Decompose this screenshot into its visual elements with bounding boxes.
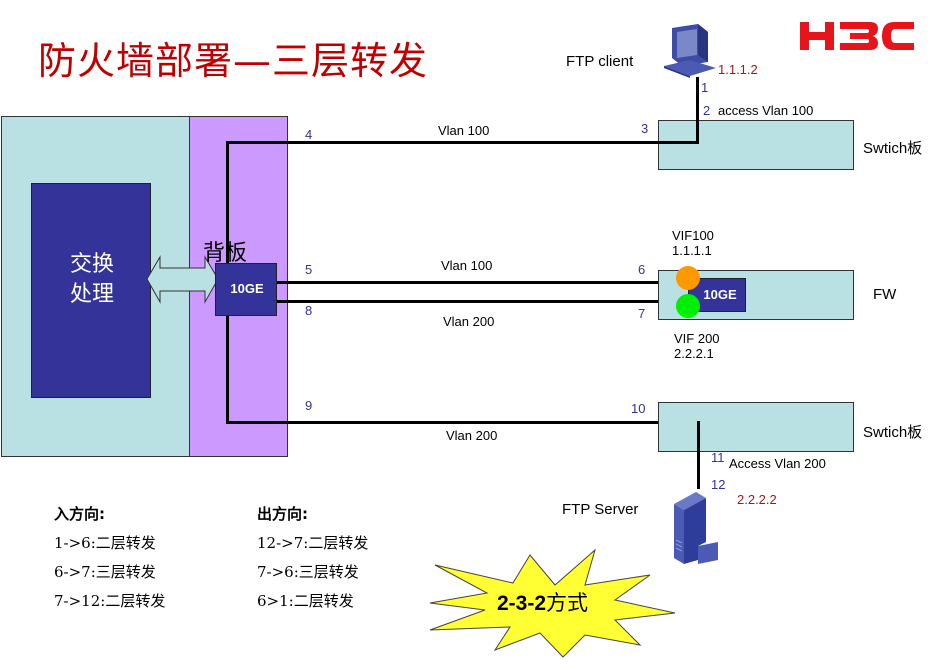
port-5: 5 [305, 262, 313, 277]
wire [658, 141, 699, 144]
switching-label-line1: 交换 [69, 252, 114, 277]
firewall-port-label: 10GE [703, 287, 737, 302]
port-9: 9 [305, 398, 313, 413]
ftp-server-ip: 2.2.2.2 [737, 492, 777, 507]
inbound-item: 6->7:三层转发 [54, 563, 156, 581]
backplane-port-label: 10GE [230, 281, 264, 296]
port-11: 11 [711, 450, 725, 465]
computer-icon [664, 24, 716, 78]
outbound-heading: 出方向: [257, 505, 308, 523]
link-label-top: Vlan 100 [438, 123, 490, 138]
inbound-item: 7->12:二层转发 [54, 592, 166, 610]
port-4: 4 [305, 127, 313, 142]
port-1: 1 [701, 80, 709, 95]
vif100-interface [676, 266, 700, 290]
vif200-interface [676, 294, 700, 318]
vif100-ip: 1.1.1.1 [672, 243, 712, 258]
port-12: 12 [711, 477, 726, 492]
link-label-mid-upper: Vlan 100 [441, 258, 493, 273]
ftp-server-label: FTP Server [562, 501, 639, 518]
link-label-bottom: Vlan 200 [446, 428, 498, 443]
port-3: 3 [641, 121, 649, 136]
wire [226, 316, 229, 423]
outbound-item: 12->7:二层转发 [257, 534, 369, 552]
switch-board-top [658, 120, 854, 170]
server-icon [674, 492, 718, 564]
port-2: 2 [703, 103, 711, 118]
ftp-client-label: FTP client [566, 53, 634, 70]
port-8: 8 [305, 303, 313, 318]
page-title: 防火墙部署—三层转发 [38, 39, 429, 83]
ftp-client-ip: 1.1.1.2 [718, 62, 758, 77]
wire [226, 142, 229, 266]
vif200-name: VIF 200 [674, 331, 720, 346]
port-10: 10 [631, 401, 646, 416]
wire [276, 281, 682, 284]
outbound-item: 6>1:二层转发 [257, 592, 354, 610]
switch-bottom-label: Swtich板 [863, 424, 923, 441]
outbound-item: 7->6:三层转发 [257, 563, 359, 581]
starburst-shape [429, 548, 676, 658]
callout-text: 2-3-2方式 [497, 587, 588, 617]
port-7: 7 [638, 306, 646, 321]
client-access-label: access Vlan 100 [718, 103, 814, 118]
switch-top-label: Swtich板 [863, 140, 923, 157]
wire [276, 300, 682, 303]
backplane-label: 背板 [203, 241, 248, 266]
inbound-item: 1->6:二层转发 [54, 534, 156, 552]
switching-label-line2: 处理 [69, 282, 114, 307]
wire [696, 77, 699, 144]
callout-suffix: 方式 [546, 591, 589, 615]
link-label-mid-lower: Vlan 200 [443, 314, 495, 329]
switching-block: 交换 处理 [31, 183, 151, 398]
switch-board-bottom [658, 402, 854, 452]
vif100-name: VIF100 [672, 228, 714, 243]
h3c-logo [798, 18, 916, 59]
vif200-ip: 2.2.2.1 [674, 346, 714, 361]
firewall-label: FW [873, 286, 897, 303]
server-access-label: Access Vlan 200 [729, 456, 826, 471]
wire [226, 421, 700, 424]
wire [697, 421, 700, 489]
port-6: 6 [638, 262, 646, 277]
wire [226, 141, 698, 144]
backplane-10ge-port: 10GE [215, 263, 277, 316]
inbound-heading: 入方向: [54, 505, 105, 523]
callout-bold: 2-3-2 [497, 592, 547, 615]
